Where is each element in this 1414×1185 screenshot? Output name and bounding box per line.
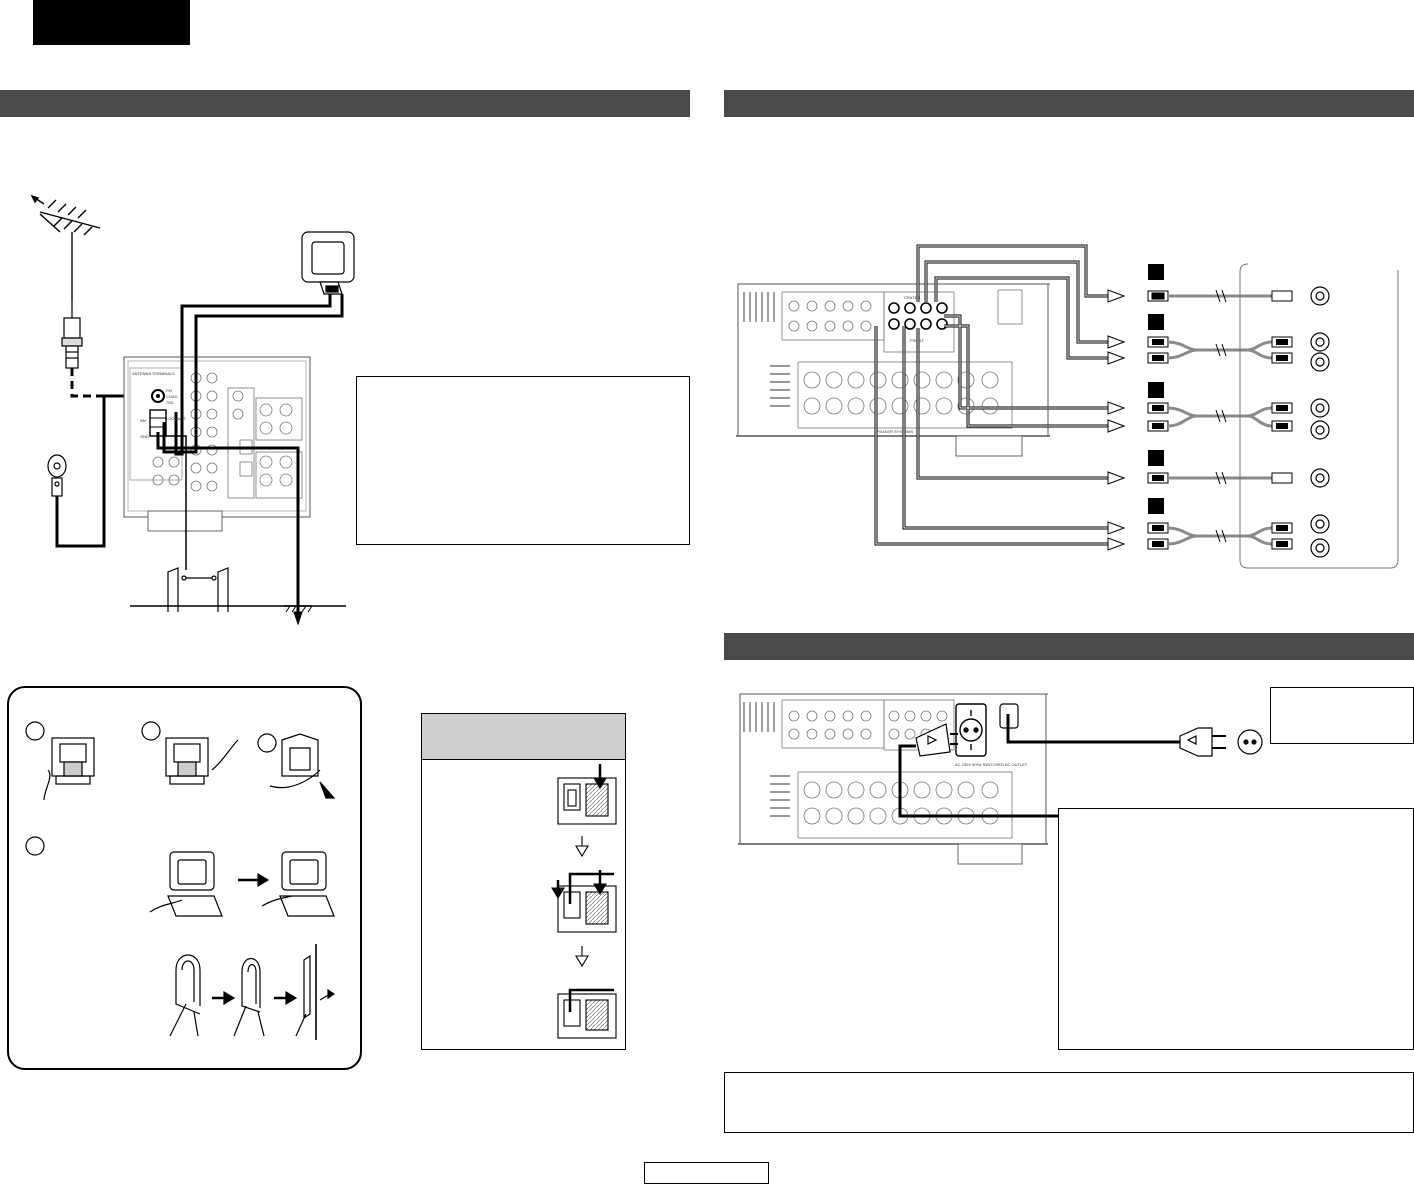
mains-plug-icon (1179, 727, 1226, 757)
ground-lug-icon (47, 454, 67, 497)
rca-plug-icon (1107, 289, 1169, 303)
terminal-procedure-header (422, 714, 625, 760)
am-outdoor-support (167, 567, 229, 612)
fm-ohms-label: 75Ω (166, 400, 173, 405)
rca-jack-icon (1310, 286, 1330, 558)
antenna-step2-icon (165, 737, 239, 785)
step-circle-3 (257, 733, 277, 753)
am-label: AM (140, 418, 146, 423)
coax-connector-icon (61, 300, 83, 369)
am-loop-antenna-icon (301, 231, 355, 295)
gray-rca-cables (1167, 294, 1273, 546)
section-bar-preout (724, 90, 1414, 117)
terminal-procedure-icons (551, 764, 617, 1039)
arrow-down-icon (575, 946, 589, 968)
fm-coax-label: COAX. (166, 394, 178, 399)
rca-plugs-right (1271, 290, 1293, 550)
antenna-wall-sequence-icon (169, 944, 336, 1040)
cable-break-marks (1215, 289, 1227, 543)
receiver-rear-ac: AC 230V 50Hz SWITCHED AC OUTLET (738, 693, 1048, 865)
power-amp-bracket (1239, 263, 1399, 569)
section-bar-ac (724, 633, 1414, 660)
arrow-right-icon (238, 872, 270, 888)
speaker-systems-label: SPEAKER SYSTEMS (874, 429, 913, 434)
antenna-step3-icon (269, 733, 336, 799)
terminal-step2-icon (551, 870, 617, 933)
terminal-step1-icon (557, 764, 617, 825)
antenna-step4a-icon (149, 851, 223, 917)
fm-antenna-icon (30, 194, 101, 300)
power-plug-icon (915, 723, 958, 757)
antenna-step4b-icon (261, 851, 335, 917)
rca-plugs-left (1107, 335, 1169, 551)
fm-terminal-label: FM (166, 388, 172, 393)
antenna-note-box (356, 376, 690, 545)
ac-note-box (1058, 808, 1414, 1050)
ac-outlet-icon (955, 703, 987, 757)
step-circle-4 (25, 836, 45, 856)
preout-section-markers (1148, 264, 1164, 514)
terminal-step3-icon (557, 988, 617, 1039)
step-circle-1 (25, 721, 45, 741)
antenna-terminals-label: ANTENNA TERMINALS (132, 371, 175, 376)
receiver-rear-preout: CENTER FRONT SPEAKER SYSTEMS (736, 283, 1050, 457)
section-bar-antenna (0, 90, 690, 117)
gnd-label: GND (140, 434, 149, 439)
receiver-rear-antenna: ANTENNA TERMINALS FM COAX. 75Ω LOOP ANT.… (123, 356, 311, 532)
arrow-down-icon (575, 836, 589, 858)
assembly-steps (25, 721, 336, 1040)
ac-outlet-label: AC 230V 50Hz SWITCHED AC OUTLET (955, 762, 1028, 767)
wall-socket-icon (1237, 729, 1263, 755)
antenna-step1-icon (43, 737, 95, 801)
page-corner-tab (33, 0, 190, 45)
am-assembly-box (7, 686, 362, 1070)
center-label: CENTER (904, 295, 921, 300)
bottom-note-box (724, 1072, 1414, 1133)
ground-symbol-icon (284, 605, 313, 626)
page-number-box (644, 1162, 769, 1184)
step-circle-2 (141, 721, 161, 741)
